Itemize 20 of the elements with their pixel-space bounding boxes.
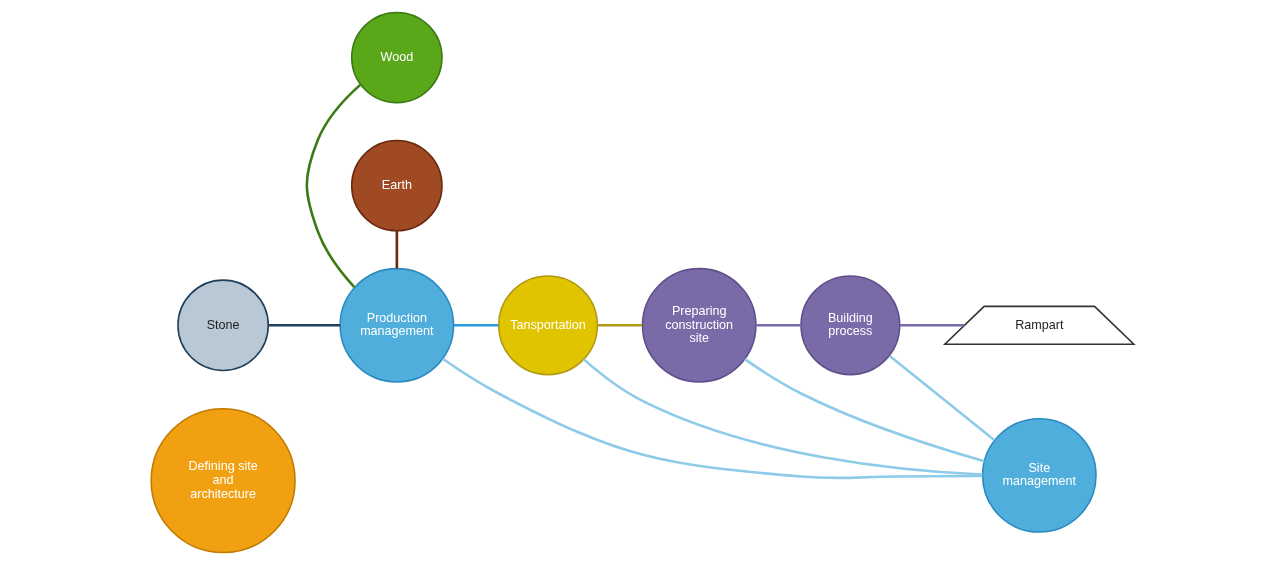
node-circle: Site management bbox=[981, 417, 1097, 533]
connector bbox=[743, 358, 985, 463]
connector bbox=[582, 358, 982, 476]
connector bbox=[888, 355, 995, 442]
node-circle: Production management bbox=[338, 267, 454, 383]
node-circle: Stone bbox=[176, 279, 269, 372]
connector bbox=[395, 231, 398, 269]
connector bbox=[596, 323, 642, 327]
node-circle: Building process bbox=[799, 275, 900, 376]
connector bbox=[899, 323, 964, 327]
connector bbox=[755, 323, 801, 327]
node-circle: Wood bbox=[350, 11, 443, 104]
connector bbox=[267, 323, 340, 327]
node-circle: Defining site and architecture bbox=[149, 407, 296, 554]
connector bbox=[305, 83, 361, 288]
node-circle: Earth bbox=[350, 139, 443, 232]
node-circle: Preparing construction site bbox=[641, 267, 757, 383]
connector bbox=[441, 357, 982, 480]
connector bbox=[453, 323, 499, 327]
node-circle: Tansportation bbox=[497, 275, 598, 376]
